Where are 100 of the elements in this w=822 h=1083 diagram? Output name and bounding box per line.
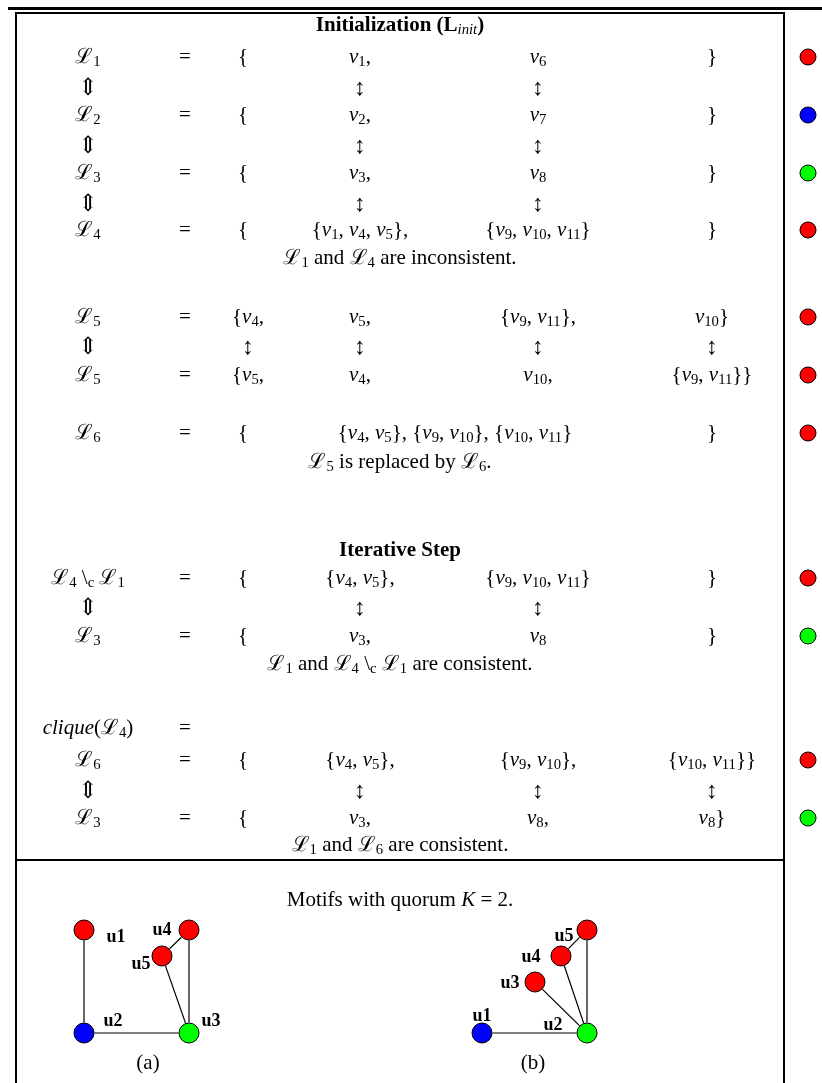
formula-text: = bbox=[179, 363, 191, 387]
vertex-label: u3 bbox=[201, 1011, 221, 1029]
vertex-label: u1 bbox=[472, 1006, 492, 1024]
vertex-label: u2 bbox=[543, 1015, 563, 1033]
graph-edge bbox=[567, 936, 581, 950]
formula-text: = bbox=[179, 806, 191, 830]
formula-text: = bbox=[179, 624, 191, 648]
formula-text: v$_{10}$, bbox=[523, 362, 553, 388]
arrow-symbol: ↕ bbox=[354, 189, 366, 217]
graph-edge bbox=[164, 965, 187, 1024]
formula-text: {v$_{9}$, v$_{11}$}} bbox=[671, 362, 753, 388]
formula-text: } bbox=[706, 421, 718, 445]
formula-text: ℒ$_{5}$ bbox=[75, 304, 101, 330]
graph-vertex bbox=[73, 1022, 95, 1044]
formula-text: ℒ$_{2}$ bbox=[75, 102, 101, 128]
formula-text: {v$_{10}$, v$_{11}$}} bbox=[667, 747, 757, 773]
graph-edge bbox=[93, 1032, 180, 1034]
arrow-symbol: ⇕ bbox=[77, 776, 99, 804]
arrow-symbol: ↕ bbox=[354, 593, 366, 621]
arrow-symbol: ⇕ bbox=[77, 189, 99, 217]
arrow-symbol: ↕ bbox=[706, 332, 718, 360]
graph-vertex bbox=[178, 919, 200, 941]
formula-text: {v$_{9}$, v$_{10}$}, bbox=[499, 747, 577, 773]
arrow-symbol: ↕ bbox=[532, 593, 544, 621]
graph-vertex bbox=[73, 919, 95, 941]
formula-text: {v$_{4}$, bbox=[232, 304, 264, 330]
vertex-label: u5 bbox=[554, 926, 574, 944]
formula-text: v$_{3}$, bbox=[349, 805, 371, 831]
formula-text: ℒ$_{3}$ bbox=[75, 623, 101, 649]
formula-text: { bbox=[237, 566, 249, 590]
formula-text: { bbox=[237, 624, 249, 648]
formula-text: {v$_{4}$, v$_{5}$}, bbox=[325, 565, 395, 591]
vertex-label: u2 bbox=[103, 1011, 123, 1029]
arrow-symbol: ↕ bbox=[354, 776, 366, 804]
arrow-symbol: ⇕ bbox=[77, 593, 99, 621]
formula-text: = bbox=[179, 748, 191, 772]
vertex-label: u3 bbox=[500, 973, 520, 991]
formula-text: v$_{1}$, bbox=[349, 44, 371, 70]
graph-vertex bbox=[471, 1022, 493, 1044]
section-heading: Iterative Step bbox=[339, 538, 461, 562]
formula-text: {v$_{9}$, v$_{10}$, v$_{11}$} bbox=[485, 217, 591, 243]
note-text: ℒ$_{1}$ and ℒ$_{6}$ are consistent. bbox=[291, 832, 509, 858]
subfigure-caption: (a) bbox=[136, 1051, 160, 1075]
note-text: ℒ$_{1}$ and ℒ$_{4}$ are inconsistent. bbox=[283, 245, 517, 271]
arrow-symbol: ↕ bbox=[354, 73, 366, 101]
section-heading: Initialization (L$_{init}$) bbox=[315, 12, 485, 38]
formula-text: = bbox=[179, 566, 191, 590]
formula-text: = bbox=[179, 103, 191, 127]
formula-text: ℒ$_{5}$ bbox=[75, 362, 101, 388]
formula-text: } bbox=[706, 103, 718, 127]
vertex-label: u4 bbox=[521, 947, 541, 965]
arrow-symbol: ↕ bbox=[706, 776, 718, 804]
formula-text: {v$_{5}$, bbox=[232, 362, 264, 388]
graph-vertex bbox=[550, 945, 572, 967]
vertex-label: u5 bbox=[131, 954, 151, 972]
formula-text: v$_{7}$ bbox=[529, 102, 547, 128]
formula-text: v$_{5}$, bbox=[349, 304, 371, 330]
formula-text: ℒ$_{4}$ bbox=[75, 217, 101, 243]
formula-text: ℒ$_{3}$ bbox=[75, 805, 101, 831]
formula-text: v$_{10}$} bbox=[694, 304, 730, 330]
arrow-symbol: ⇕ bbox=[77, 73, 99, 101]
formula-text: { bbox=[237, 748, 249, 772]
formula-text: = bbox=[179, 716, 191, 740]
formula-text: ℒ$_{1}$ bbox=[75, 44, 101, 70]
arrow-symbol: ↕ bbox=[354, 131, 366, 159]
formula-text: {v$_{9}$, v$_{11}$}, bbox=[499, 304, 577, 330]
formula-text: } bbox=[706, 566, 718, 590]
formula-text: } bbox=[706, 218, 718, 242]
formula-text: = bbox=[179, 161, 191, 185]
formula-text: {v$_{4}$, v$_{5}$}, bbox=[325, 747, 395, 773]
formula-text: v$_{2}$, bbox=[349, 102, 371, 128]
formula-text: clique(ℒ$_{4}$) bbox=[42, 715, 134, 741]
arrow-symbol: ⇕ bbox=[77, 131, 99, 159]
formula-text: = bbox=[179, 305, 191, 329]
arrow-symbol: ↕ bbox=[532, 332, 544, 360]
graph-edge bbox=[541, 988, 581, 1027]
graph-vertex bbox=[576, 1022, 598, 1044]
formula-text: v$_{3}$, bbox=[349, 160, 371, 186]
formula-text: v$_{4}$, bbox=[349, 362, 371, 388]
formula-text: { bbox=[237, 103, 249, 127]
formula-text: { bbox=[237, 806, 249, 830]
arrow-symbol: ↕ bbox=[532, 131, 544, 159]
formula-text: v$_{8}$ bbox=[529, 160, 547, 186]
formula-text: v$_{3}$, bbox=[349, 623, 371, 649]
formula-text: { bbox=[237, 161, 249, 185]
graph-edge bbox=[563, 965, 585, 1024]
arrow-symbol: ↕ bbox=[532, 189, 544, 217]
graph-edge bbox=[188, 939, 190, 1024]
formula-text: {v$_{9}$, v$_{10}$, v$_{11}$} bbox=[485, 565, 591, 591]
subfigure-caption: (b) bbox=[520, 1051, 546, 1075]
vertex-label: u1 bbox=[106, 927, 126, 945]
formula-text: ℒ$_{3}$ bbox=[75, 160, 101, 186]
formula-text: { bbox=[237, 218, 249, 242]
vertex-label: u4 bbox=[152, 920, 172, 938]
formula-text: } bbox=[706, 161, 718, 185]
graph-edge bbox=[168, 936, 183, 950]
formula-text: = bbox=[179, 218, 191, 242]
formula-text: v$_{6}$ bbox=[529, 44, 547, 70]
arrow-symbol: ⇕ bbox=[77, 332, 99, 360]
formula-text: } bbox=[706, 45, 718, 69]
